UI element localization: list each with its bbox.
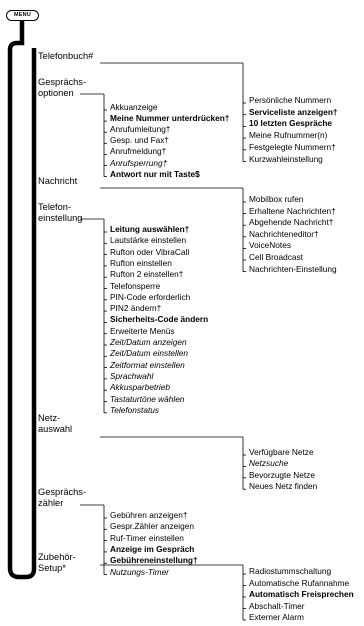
submenu-item[interactable]: Mobilbox rufen bbox=[249, 194, 304, 204]
submenu-item[interactable]: Anrufumleitung† bbox=[110, 124, 171, 135]
submenu-item[interactable]: Erhaltene Nachrichten† bbox=[249, 205, 336, 216]
submenu-item[interactable]: Rufton 2 einstellen† bbox=[110, 269, 184, 280]
main-menu-item[interactable]: Gesprächs- bbox=[38, 487, 87, 497]
submenu-item[interactable]: Sprachwahl bbox=[110, 370, 154, 381]
submenu-item[interactable]: Nachrichten-Einstellung bbox=[249, 263, 337, 274]
submenu-item[interactable]: Gespr.Zähler anzeigen bbox=[110, 521, 194, 532]
submenu-item[interactable]: Akkusparbetrieb bbox=[110, 382, 170, 393]
submenu-item[interactable]: Rufton einstellen bbox=[110, 257, 172, 268]
main-menu-item[interactable]: auswahl bbox=[38, 424, 73, 434]
submenu-item[interactable]: VoiceNotes bbox=[249, 240, 291, 251]
submenu-item[interactable]: Nutzungs-Timer bbox=[110, 566, 169, 577]
submenu-item[interactable]: Meine Rufnummer(n) bbox=[249, 130, 328, 141]
main-menu-item[interactable]: Gesprächs- bbox=[38, 77, 87, 87]
submenu-item[interactable]: 10 letzten Gespräche bbox=[249, 118, 333, 129]
submenu-item[interactable]: Kurzwahleinstellung bbox=[249, 153, 323, 164]
submenu-item[interactable]: Telefonstatus bbox=[110, 404, 160, 415]
main-menu-item[interactable]: optionen bbox=[38, 88, 74, 98]
submenu-item[interactable]: Automatisch Freisprechen bbox=[249, 589, 354, 599]
main-menu-item[interactable]: Telefonbuch# bbox=[38, 51, 94, 61]
submenu-item[interactable]: Externer Alarm bbox=[249, 612, 304, 622]
submenu-item[interactable]: Anzeige im Gespräch bbox=[110, 543, 195, 554]
submenu-item[interactable]: Meine Nummer unterdrücken† bbox=[110, 113, 230, 124]
submenu-item[interactable]: Leitung auswählen† bbox=[110, 224, 190, 234]
submenu-item[interactable]: Persönliche Nummern bbox=[249, 95, 332, 105]
submenu-item[interactable]: Gebühreneinstellung† bbox=[110, 555, 198, 566]
submenu-item[interactable]: Neues Netz finden bbox=[249, 481, 318, 492]
submenu-item[interactable]: Abgehende Nachricht† bbox=[249, 217, 334, 228]
main-menu-item[interactable]: zähler bbox=[38, 498, 64, 508]
submenu-item[interactable]: Zeit/Datum anzeigen bbox=[110, 337, 187, 347]
submenu-item[interactable]: Cell Broadcast bbox=[249, 252, 303, 262]
submenu-item[interactable]: PIN2 ändern† bbox=[110, 303, 162, 314]
submenu-item[interactable]: PIN-Code erforderlich bbox=[110, 291, 191, 302]
submenu-item[interactable]: Verfügbare Netze bbox=[249, 447, 314, 457]
submenu-item[interactable]: Sicherheits-Code ändern bbox=[110, 314, 209, 325]
menu-button[interactable]: MENU bbox=[6, 10, 39, 21]
submenu-item[interactable]: Akkuanzeige bbox=[110, 102, 158, 112]
submenu-item[interactable]: Rufton oder VibraCall bbox=[110, 246, 190, 257]
submenu-item[interactable]: Festgelegte Nummern† bbox=[249, 141, 336, 152]
submenu-item[interactable]: Radiostummschaltung bbox=[249, 566, 332, 576]
submenu-item[interactable]: Erweiterte Menüs bbox=[110, 325, 175, 336]
main-loop-path bbox=[7, 21, 37, 580]
submenu-item[interactable]: Anrufsperrung† bbox=[110, 157, 168, 168]
submenu-item[interactable]: Serviceliste anzeigen† bbox=[249, 106, 338, 117]
main-menu-item[interactable]: einstellung bbox=[38, 213, 83, 223]
submenu-item[interactable]: Gebühren anzeigen† bbox=[110, 510, 188, 520]
submenu-item[interactable]: Telefonsperre bbox=[110, 280, 161, 291]
submenu-item[interactable]: Zeitformat einstellen bbox=[110, 359, 185, 370]
submenu-item[interactable]: Zeit/Datum einstellen bbox=[110, 348, 188, 359]
submenu-item[interactable]: Tastaturtöne wählen bbox=[110, 393, 185, 404]
submenu-item[interactable]: Anrufmeldung† bbox=[110, 146, 167, 157]
submenu-item[interactable]: Bevorzugte Netze bbox=[249, 469, 315, 480]
main-menu-item[interactable]: Telefon- bbox=[38, 202, 72, 212]
submenu-item[interactable]: Automatische Rufannahme bbox=[249, 577, 350, 588]
main-menu-item[interactable]: Zubehör- bbox=[38, 552, 76, 562]
submenu-item[interactable]: Gesp. und Fax† bbox=[110, 135, 170, 146]
submenu-item[interactable]: Abschalt-Timer bbox=[249, 600, 305, 611]
main-menu-item[interactable]: Netz- bbox=[38, 413, 61, 423]
submenu-item[interactable]: Antwort nur mit Taste$ bbox=[110, 168, 200, 179]
submenu-item[interactable]: Lautstärke einstellen bbox=[110, 235, 187, 246]
submenu-item[interactable]: Nachrichteneditor† bbox=[249, 228, 319, 239]
submenu-item[interactable]: Netzsuche bbox=[249, 458, 289, 469]
main-menu-item[interactable]: Setup* bbox=[38, 563, 66, 573]
submenu-item[interactable]: Ruf-Timer einstellen bbox=[110, 532, 184, 543]
main-menu-item[interactable]: Nachricht bbox=[38, 176, 78, 186]
